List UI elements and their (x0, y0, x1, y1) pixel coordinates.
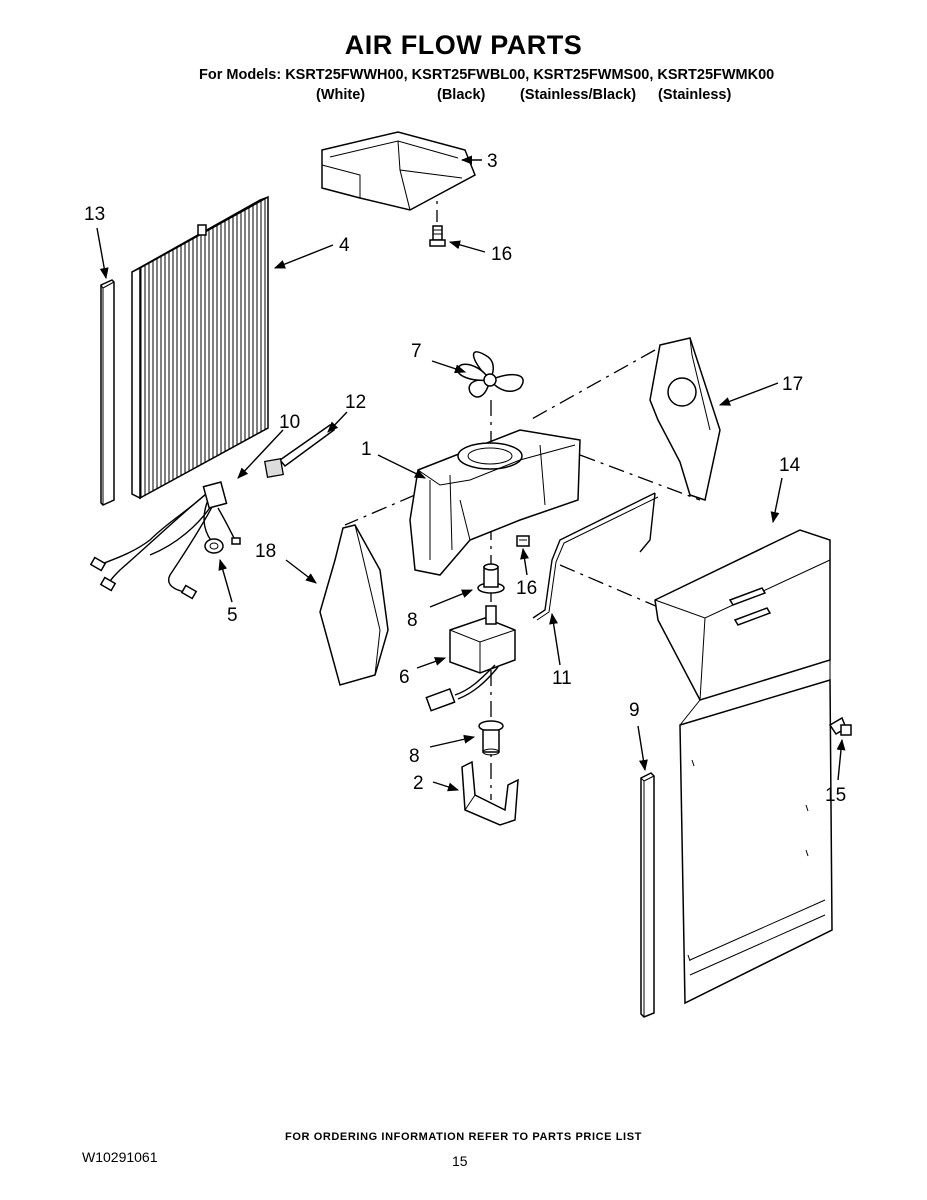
variant-stainless-black: (Stainless/Black) (520, 87, 637, 103)
callout-16-mid: 16 (516, 578, 537, 599)
page-number: 15 (452, 1153, 468, 1169)
part-3-top-cover (321, 131, 476, 211)
callout-1: 1 (361, 439, 372, 460)
part-14-air-duct-panel (654, 529, 833, 1005)
part-8-bushing-lower (478, 720, 504, 756)
callout-8-upper: 8 (407, 610, 418, 631)
part-18-left-baffle (319, 524, 389, 686)
callout-13: 13 (84, 204, 105, 225)
variant-white: (White) (316, 87, 366, 103)
callout-6: 6 (399, 667, 410, 688)
models-line: For Models: KSRT25FWWH00, KSRT25FWBL00, … (199, 67, 775, 83)
callout-5: 5 (227, 605, 238, 626)
callout-11: 11 (552, 668, 572, 689)
callout-4: 4 (339, 235, 350, 256)
callout-18: 18 (255, 541, 276, 562)
part-16-screw-mid (516, 535, 530, 547)
part-7-fan-blade (456, 351, 524, 398)
callout-2: 2 (413, 773, 424, 794)
part-15-screw (828, 716, 852, 736)
part-11-wire-rod (532, 492, 659, 621)
part-17-right-baffle (649, 337, 721, 501)
part-5-grommet (204, 538, 224, 554)
part-9-strip (640, 772, 655, 1018)
part-10-wiring-harness (89, 481, 241, 600)
callout-8-lower: 8 (409, 746, 420, 767)
callout-12: 12 (345, 392, 366, 413)
callout-7: 7 (411, 341, 422, 362)
callout-15: 15 (825, 785, 846, 806)
callout-9: 9 (629, 700, 640, 721)
part-2-bracket (461, 760, 519, 826)
callout-16-top: 16 (491, 244, 512, 265)
callout-14: 14 (779, 455, 801, 476)
document-number: W10291061 (82, 1149, 158, 1165)
callout-10: 10 (279, 412, 300, 433)
callout-labels: 3 16 4 13 7 17 12 10 1 14 18 5 16 8 11 6… (84, 151, 846, 806)
variant-black: (Black) (437, 87, 486, 103)
part-1-fan-housing (409, 429, 581, 576)
variant-stainless: (Stainless) (658, 87, 732, 103)
ordering-note: FOR ORDERING INFORMATION REFER TO PARTS … (285, 1131, 642, 1143)
leader-arrows (96, 155, 846, 792)
part-8-bushing-upper (477, 563, 505, 594)
callout-3: 3 (487, 151, 498, 172)
callout-17: 17 (782, 374, 803, 395)
part-4-grille-panel (131, 195, 269, 500)
part-16-screw-top (429, 225, 446, 247)
part-13-strip (100, 279, 115, 506)
page-title: AIR FLOW PARTS (344, 30, 583, 60)
part-6-fan-motor (425, 605, 516, 712)
